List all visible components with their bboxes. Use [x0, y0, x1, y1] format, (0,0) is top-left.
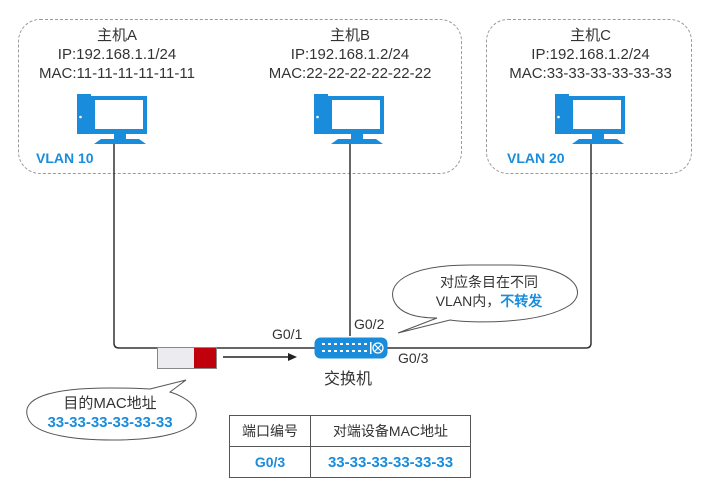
switch-note-line1: 对应条目在不同 — [440, 274, 538, 290]
host-c-ip: IP:192.168.1.2/24 — [531, 46, 650, 63]
switch-note-prefix: VLAN内， — [435, 293, 501, 309]
table-header-row: 端口编号 对端设备MAC地址 — [229, 415, 471, 447]
host-b-info: 主机B IP:192.168.1.2/24 MAC:22-22-22-22-22… — [255, 26, 445, 83]
host-a-mac: MAC:11-11-11-11-11-11 — [39, 65, 195, 82]
host-a-ip: IP:192.168.1.1/24 — [57, 46, 177, 63]
vlan20-label: VLAN 20 — [507, 150, 565, 166]
switch-label: 交换机 — [324, 371, 373, 388]
frame-note-line1: 目的MAC地址 — [63, 395, 157, 412]
table-header-port: 端口编号 — [229, 415, 311, 447]
host-b-ip: IP:192.168.1.2/24 — [290, 46, 410, 63]
host-a-name: 主机A — [96, 27, 137, 44]
port-g0-1: G0/1 — [272, 326, 303, 342]
host-c-info: 主机C IP:192.168.1.2/24 MAC:33-33-33-33-33… — [493, 26, 688, 83]
vlan10-group — [18, 19, 462, 174]
vlan10-label: VLAN 10 — [36, 150, 94, 166]
computer-icon[interactable] — [76, 92, 150, 144]
frame-packet — [157, 347, 217, 369]
computer-icon[interactable] — [313, 92, 387, 144]
host-b-name: 主机B — [329, 27, 370, 44]
frame-body — [158, 348, 194, 368]
switch-note-line2: VLAN内，不转发 — [414, 292, 564, 311]
link-host-c — [385, 143, 592, 349]
computer-icon[interactable] — [554, 92, 628, 144]
frame-note-mac: 33-33-33-33-33-33 — [47, 414, 173, 431]
table-cell-port: G0/3 — [229, 446, 311, 478]
vlan20-group — [486, 19, 692, 174]
frame-header — [194, 348, 216, 368]
host-c-mac: MAC:33-33-33-33-33-33 — [509, 65, 672, 82]
frame-note-bubble — [26, 379, 197, 441]
table-cell-mac: 33-33-33-33-33-33 — [310, 446, 471, 478]
port-g0-2: G0/2 — [354, 316, 385, 332]
switch-note-emph: 不转发 — [500, 293, 543, 309]
switch-icon[interactable] — [314, 337, 388, 359]
switch-note-bubble — [392, 264, 578, 334]
host-b-mac: MAC:22-22-22-22-22-22 — [268, 65, 432, 82]
table-header-mac: 对端设备MAC地址 — [310, 415, 471, 447]
table-row: G0/3 33-33-33-33-33-33 — [229, 446, 471, 478]
mac-address-table: 端口编号 对端设备MAC地址 G0/3 33-33-33-33-33-33 — [229, 415, 471, 478]
link-host-a — [113, 143, 318, 349]
port-g0-3: G0/3 — [398, 350, 429, 366]
switch-note: 对应条目在不同 VLAN内，不转发 — [414, 273, 564, 311]
host-a-info: 主机A IP:192.168.1.1/24 MAC:11-11-11-11-11… — [22, 26, 212, 83]
host-c-name: 主机C — [570, 27, 611, 44]
frame-arrow-head — [288, 353, 297, 361]
frame-note: 目的MAC地址 33-33-33-33-33-33 — [22, 394, 198, 432]
